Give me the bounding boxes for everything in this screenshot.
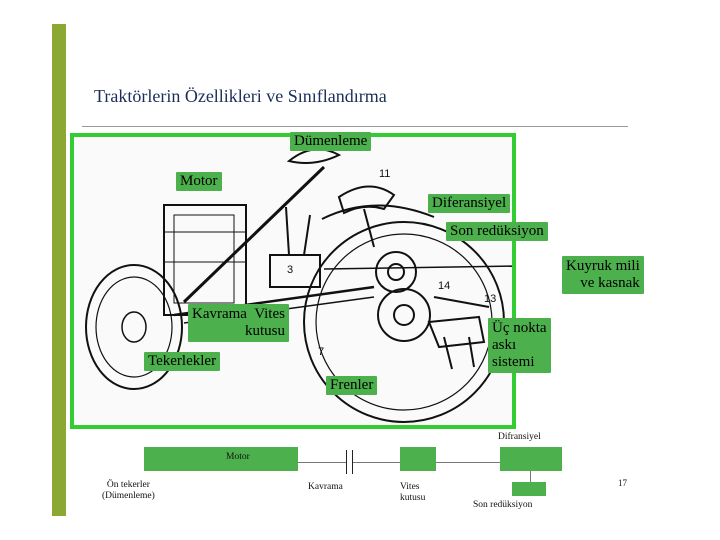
label-line: kutusu — [400, 493, 426, 503]
label-son-reduksiyon: Son redüksiyon — [446, 222, 548, 241]
page-number: 17 — [618, 478, 627, 488]
motor-block — [144, 447, 298, 471]
clutch-plate — [346, 450, 347, 474]
label-line: (Dümenleme) — [102, 491, 155, 501]
label-vites: Vites — [254, 306, 285, 322]
accent-bar — [52, 24, 66, 516]
schematic-motor-label: Motor — [226, 452, 250, 462]
tractor-drawing-frame: 11 3 14 13 8 7 — [70, 133, 516, 429]
seat — [337, 185, 396, 215]
drawing-number: 13 — [484, 293, 496, 305]
label-line: Kavrama Vites — [192, 306, 285, 323]
final-drive-block — [512, 482, 546, 496]
label-line: sistemi — [492, 354, 535, 370]
clutch-plate — [352, 450, 353, 474]
gearbox-block — [400, 447, 436, 471]
schematic-difransiyel-label: Difransiyel — [498, 432, 541, 442]
label-motor: Motor — [176, 172, 222, 191]
shaft-line — [352, 462, 526, 463]
slide-title: Traktörlerin Özellikleri ve Sınıflandırm… — [94, 86, 387, 106]
drawing-number: 3 — [287, 264, 293, 276]
shaft-line — [530, 470, 531, 482]
label-line: ve kasnak — [580, 275, 640, 291]
schematic-kavrama-label: Kavrama — [308, 482, 343, 492]
drawing-number: 7 — [318, 346, 324, 358]
drawing-number: 14 — [438, 280, 450, 292]
steering-column — [182, 165, 326, 304]
gearbox — [269, 254, 321, 288]
drawing-number: 11 — [379, 168, 390, 180]
title-divider — [82, 126, 628, 127]
label-diferansiyel: Diferansiyel — [428, 194, 511, 213]
label-line: Vites — [400, 482, 420, 492]
label-dumenleme: Dümenleme — [290, 132, 372, 151]
tractor-drawing: 11 3 14 13 8 7 — [85, 148, 512, 423]
label-kavrama: Kavrama — [192, 306, 247, 322]
label-line: kutusu — [244, 323, 285, 339]
label-line: Ön tekerler — [106, 480, 150, 490]
schematic-on-tekerler-label: Ön tekerler (Dümenleme) — [102, 480, 155, 502]
label-frenler: Frenler — [326, 376, 378, 395]
label-uc-nokta: Üç nokta askı sistemi — [488, 318, 551, 373]
label-kavrama-vites: Kavrama Vites kutusu — [188, 304, 289, 342]
label-line: askı — [492, 337, 517, 353]
label-kuyruk-mili: Kuyruk mili ve kasnak — [562, 256, 644, 294]
schematic-vites-label: Vites kutusu — [400, 482, 425, 504]
differential-block — [500, 447, 562, 471]
front-wheel — [85, 264, 183, 390]
label-tekerlekler: Tekerlekler — [144, 352, 221, 371]
hitch-frame — [427, 315, 486, 349]
label-line: Üç nokta — [492, 320, 547, 336]
label-line: Kuyruk mili — [566, 258, 640, 274]
schematic-son-reduksiyon-label: Son redüksiyon — [473, 500, 533, 510]
steering-wheel — [286, 148, 342, 164]
